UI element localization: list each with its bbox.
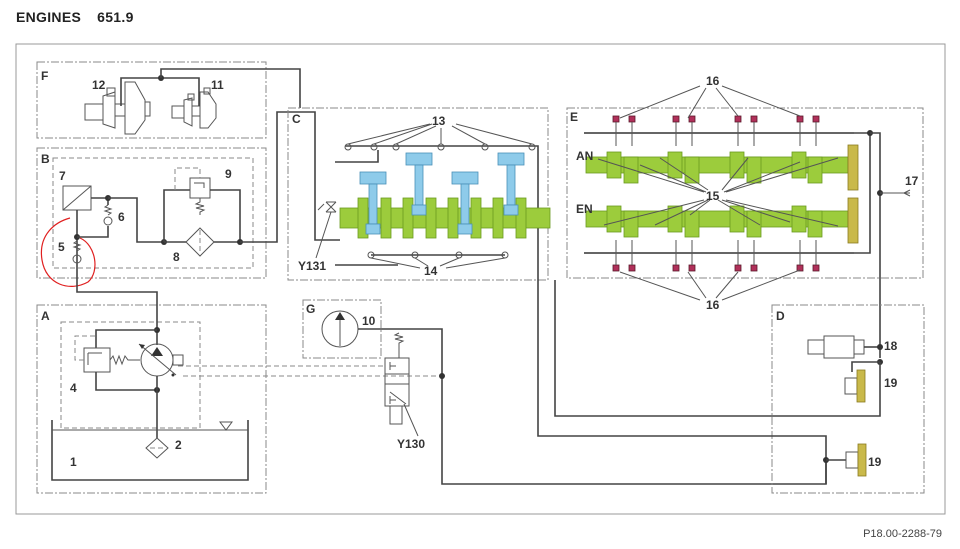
sprocket-sensor-19-lower xyxy=(857,443,867,477)
label-7: 7 xyxy=(59,169,66,183)
label-13: 13 xyxy=(432,114,446,128)
group-d-label: D xyxy=(776,309,785,323)
group-g-label: G xyxy=(306,302,315,316)
valve-y131 xyxy=(315,201,337,259)
check-valve-5 xyxy=(72,240,82,264)
label-11: 11 xyxy=(211,78,224,92)
label-16-top: 16 xyxy=(706,74,720,88)
turbocharger-11 xyxy=(171,87,217,129)
engine-model: 651.9 xyxy=(97,9,134,25)
pistons xyxy=(359,152,525,235)
bypass-valve-9 xyxy=(189,177,211,199)
label-19-upper: 19 xyxy=(884,376,898,390)
label-14: 14 xyxy=(424,264,438,278)
oil-nozzles-14 xyxy=(367,251,509,269)
strainer-2 xyxy=(145,437,169,459)
label-y130: Y130 xyxy=(397,437,425,451)
label-17: 17 xyxy=(905,174,919,188)
label-en: EN xyxy=(576,202,593,216)
section-name: ENGINES xyxy=(16,9,82,25)
highlight-circle xyxy=(40,217,96,287)
oil-nozzles-13 xyxy=(344,123,536,151)
label-8: 8 xyxy=(173,250,180,264)
label-y131: Y131 xyxy=(298,259,326,273)
group-f: F 12 11 xyxy=(36,61,301,139)
group-c: C xyxy=(287,107,551,425)
group-a: A 4 2 1 xyxy=(36,265,445,494)
label-1: 1 xyxy=(70,455,77,469)
label-4: 4 xyxy=(70,381,77,395)
valve-y130 xyxy=(384,332,445,437)
sensors-bottom xyxy=(612,240,820,272)
group-c-label: C xyxy=(292,112,301,126)
group-d: D 18 19 19 xyxy=(537,280,925,494)
sensors-top xyxy=(612,115,820,146)
label-16-bottom: 16 xyxy=(706,298,720,312)
group-g: G 10 xyxy=(302,299,827,485)
group-e: E 17 xyxy=(566,74,924,358)
label-an: AN xyxy=(576,149,593,163)
label-12: 12 xyxy=(92,78,106,92)
diagram-frame xyxy=(15,43,946,515)
page-title: ENGINES 651.9 xyxy=(16,9,150,25)
label-10: 10 xyxy=(362,314,376,328)
label-5: 5 xyxy=(58,240,65,254)
group-f-label: F xyxy=(41,69,48,83)
label-15: 15 xyxy=(706,189,720,203)
figure-code: P18.00-2288-79 xyxy=(863,528,942,540)
sprocket-sensor-19-upper xyxy=(856,369,866,403)
group-e-label: E xyxy=(570,110,578,124)
exhaust-camshaft xyxy=(585,197,859,244)
oil-sensor-18 xyxy=(807,335,865,359)
label-9: 9 xyxy=(225,167,232,181)
label-19-lower: 19 xyxy=(868,455,882,469)
label-6: 6 xyxy=(118,210,125,224)
label-18: 18 xyxy=(884,339,898,353)
group-a-label: A xyxy=(41,309,50,323)
oil-filter-8 xyxy=(185,227,215,257)
label-2: 2 xyxy=(175,438,182,452)
group-b: B 7 6 5 8 9 xyxy=(36,111,316,287)
crankshaft xyxy=(339,197,551,239)
oil-sump xyxy=(51,420,249,481)
turbocharger-12 xyxy=(84,81,151,135)
group-b-label: B xyxy=(41,152,50,166)
check-valve-6 xyxy=(103,204,113,226)
